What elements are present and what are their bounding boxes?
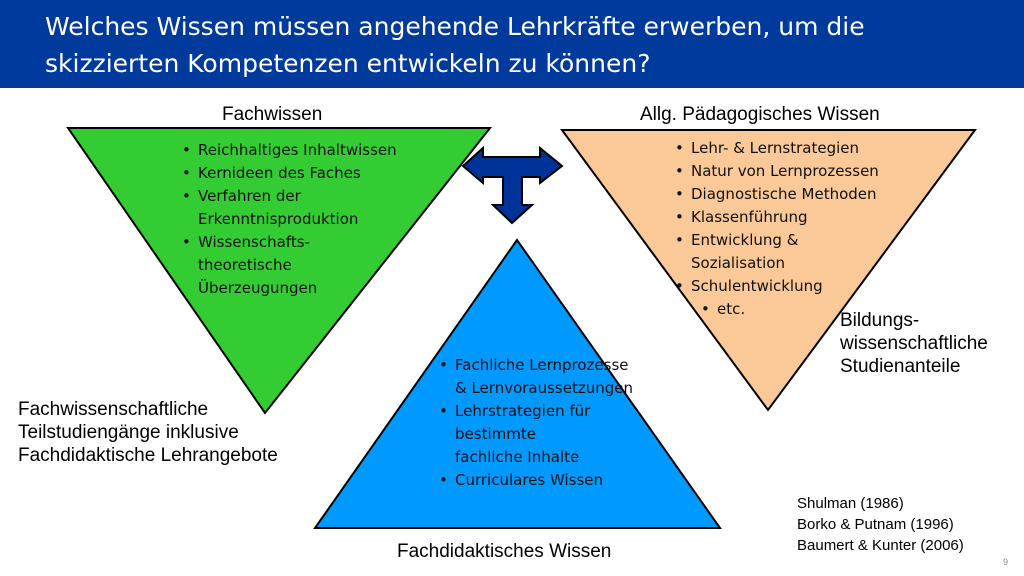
- list-item: Wissenschafts-theoretische Überzeugungen: [182, 231, 328, 300]
- left-note: Fachwissenschaftliche Teilstudiengänge i…: [18, 399, 278, 466]
- list-item: Curriculares Wissen: [439, 469, 645, 492]
- list-item: Verfahren der Erkenntnisproduktion: [182, 185, 388, 231]
- page-number: 9: [1003, 557, 1009, 567]
- paedagogik-list: Lehr- & Lernstrategien Natur von Lernpro…: [673, 137, 911, 321]
- fachwissen-label: Fachwissen: [222, 104, 323, 125]
- fachwissen-list: Reichhaltiges Inhaltwissen Kernideen des…: [180, 139, 428, 300]
- list-item: Fachliche Lernprozesse & Lernvoraussetzu…: [439, 354, 635, 400]
- reference: Shulman (1986): [797, 495, 904, 512]
- list-item: Reichhaltiges Inhaltwissen: [182, 139, 428, 162]
- reference: Baumert & Kunter (2006): [797, 537, 964, 554]
- reference: Borko & Putnam (1996): [797, 516, 954, 533]
- t-arrow-icon: [461, 145, 564, 225]
- list-item: Diagnostische Methoden: [675, 183, 911, 206]
- list-item: etc.: [701, 298, 911, 321]
- fachdidaktik-label: Fachdidaktisches Wissen: [397, 541, 612, 562]
- references: Shulman (1986) Borko & Putnam (1996) Bau…: [797, 493, 964, 556]
- list-item: Natur von Lernprozessen: [675, 160, 911, 183]
- slide-title: Welches Wissen müssen angehende Lehrkräf…: [45, 12, 865, 78]
- list-item: Entwicklung & Sozialisation: [675, 229, 811, 275]
- paedagogik-label: Allg. Pädagogisches Wissen: [640, 104, 880, 125]
- list-item: Schulentwicklung: [675, 275, 911, 298]
- list-item: Lehr- & Lernstrategien: [675, 137, 911, 160]
- list-item: Kernideen des Faches: [182, 162, 428, 185]
- list-item: Klassenführung: [675, 206, 911, 229]
- title-bar: Welches Wissen müssen angehende Lehrkräf…: [0, 0, 1024, 88]
- list-item: Lehrstrategien für bestimmte fachliche I…: [439, 400, 605, 469]
- fachdidaktik-list: Fachliche Lernprozesse & Lernvoraussetzu…: [437, 354, 645, 492]
- right-note: Bildungs-wissenschaftliche Studienanteil…: [840, 310, 988, 377]
